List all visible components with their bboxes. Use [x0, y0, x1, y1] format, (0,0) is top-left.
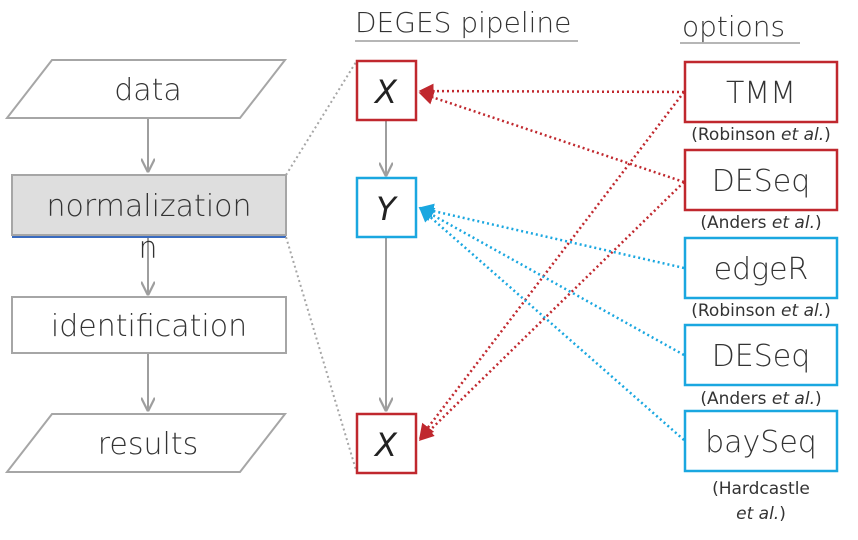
option-bayseq-citation-line1: (Hardcastle [712, 479, 810, 499]
option-deseq-blue [683, 323, 839, 387]
connector-deseq-blue-to-y [418, 206, 685, 357]
option-tmm [683, 60, 839, 124]
pipeline-step-y-label: Y [376, 190, 398, 228]
option-deseq-red-citation: (Anders et al.) [700, 213, 821, 233]
pipeline-step-x-bottom [355, 412, 418, 475]
option-tmm-label: TMM [726, 76, 796, 111]
pipeline-step-x-top-label: X [373, 73, 398, 111]
option-bayseq [683, 409, 839, 473]
connector-tmm-to-x-top [418, 83, 685, 99]
option-edger-citation: (Robinson et al.) [691, 301, 831, 321]
identification-node [11, 296, 287, 354]
option-deseq-blue-citation: (Anders et al.) [700, 389, 821, 409]
pipeline-step-x-bottom-label: X [373, 426, 398, 464]
normalization-node [11, 174, 287, 236]
zoom-line-bottom [285, 236, 357, 471]
connector-bayseq-to-y [418, 207, 685, 441]
option-deseq-red-label: DESeq [712, 164, 811, 199]
connector-deseq-red-to-x-top [418, 90, 685, 184]
identification-label: identification [51, 309, 247, 344]
option-connectors [418, 83, 685, 442]
pipeline-heading: DEGES pipeline [355, 6, 571, 39]
results-node [4, 413, 288, 473]
options-heading: options [682, 10, 785, 43]
connector-edger-to-y [418, 203, 685, 270]
connector-tmm-to-x-bottom [419, 91, 685, 440]
connector-deseq-red-to-x-bottom [418, 181, 685, 442]
results-label: results [98, 427, 199, 462]
option-edger-label: edgeR [714, 252, 809, 287]
pipeline-step-x-top [355, 59, 418, 122]
zoom-line-top [285, 61, 357, 176]
data-node [4, 59, 288, 119]
data-label: data [114, 73, 182, 108]
option-tmm-citation: (Robinson et al.) [691, 125, 831, 145]
option-edger [683, 236, 839, 300]
normalization-overflow-bottom: n [138, 231, 157, 266]
option-deseq-red [683, 148, 839, 212]
option-bayseq-label: baySeq [705, 425, 817, 460]
option-deseq-blue-label: DESeq [712, 339, 811, 374]
option-bayseq-citation-line2: et al.) [736, 504, 786, 524]
normalization-label: normalization [46, 189, 251, 224]
pipeline-step-y [355, 176, 418, 239]
